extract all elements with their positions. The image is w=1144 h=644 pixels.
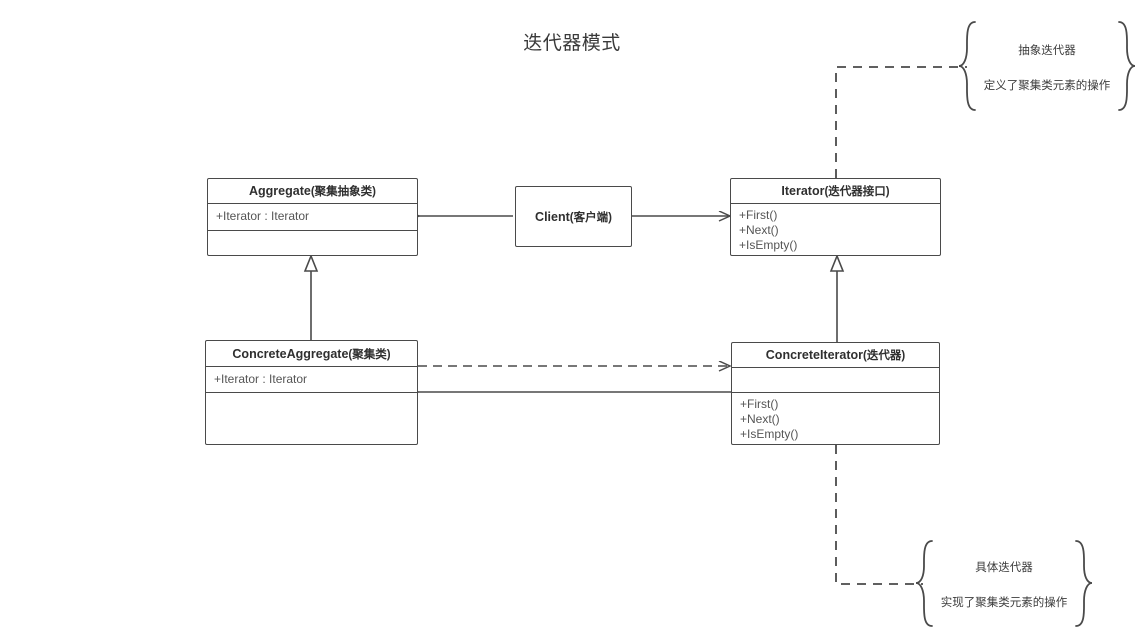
class-box-iterator[interactable]: Iterator(迭代器接口) +First() +Next() +IsEmpt… bbox=[730, 178, 941, 256]
relationship-concreteiterator-inherits-iterator bbox=[829, 253, 845, 342]
class-member: +Iterator : Iterator bbox=[214, 372, 308, 386]
class-attributes-aggregate: +Iterator : Iterator bbox=[208, 204, 417, 231]
class-name-iterator: Iterator bbox=[781, 184, 825, 198]
class-box-aggregate[interactable]: Aggregate(聚集抽象类) +Iterator : Iterator bbox=[207, 178, 418, 256]
class-header-iterator: Iterator(迭代器接口) bbox=[731, 179, 940, 204]
class-box-concrete-iterator[interactable]: ConcreteIterator(迭代器) +First() +Next() +… bbox=[731, 342, 940, 445]
class-box-client[interactable]: Client(客户端) bbox=[515, 186, 632, 247]
annotation-abstract-iterator: 抽象迭代器 定义了聚集类元素的操作 bbox=[975, 44, 1119, 94]
class-operations-concrete-iterator: +First() +Next() +IsEmpty() bbox=[732, 393, 939, 444]
relationship-concreteaggregate-inherits-aggregate bbox=[303, 253, 319, 340]
class-header-concrete-iterator: ConcreteIterator(迭代器) bbox=[732, 343, 939, 368]
annotation-brace-top bbox=[958, 21, 1136, 111]
class-attributes-concrete-iterator bbox=[732, 368, 939, 393]
class-name-client: Client bbox=[535, 209, 570, 224]
class-member: +First() bbox=[740, 397, 779, 411]
class-name-cn-aggregate: (聚集抽象类) bbox=[310, 186, 376, 198]
class-name-cn-client: (客户端) bbox=[569, 211, 612, 224]
annotation-description: 定义了聚集类元素的操作 bbox=[983, 79, 1111, 92]
class-member: +IsEmpty() bbox=[740, 427, 799, 441]
annotation-title: 具体迭代器 bbox=[975, 562, 1033, 574]
class-header-aggregate: Aggregate(聚集抽象类) bbox=[208, 179, 417, 204]
class-operations-concrete-aggregate bbox=[206, 393, 417, 444]
class-member: +Next() bbox=[739, 223, 779, 237]
class-name-concrete-aggregate: ConcreteAggregate bbox=[232, 346, 349, 361]
class-name-cn-concrete-iterator: (迭代器) bbox=[863, 350, 906, 362]
leader-line-abstract-iterator-note bbox=[835, 66, 967, 178]
annotation-concrete-iterator: 具体迭代器 实现了聚集类元素的操作 bbox=[932, 561, 1076, 611]
class-header-concrete-aggregate: ConcreteAggregate(聚集类) bbox=[206, 341, 417, 367]
class-operations-iterator: +First() +Next() +IsEmpty() bbox=[731, 204, 940, 255]
annotation-description: 实现了聚集类元素的操作 bbox=[940, 596, 1068, 609]
class-attributes-concrete-aggregate: +Iterator : Iterator bbox=[206, 367, 417, 393]
class-member: +First() bbox=[739, 208, 778, 222]
class-member: +Next() bbox=[740, 412, 780, 426]
leader-line-concrete-iterator-note bbox=[835, 445, 923, 585]
class-name-cn-concrete-aggregate: (聚集类) bbox=[348, 348, 391, 361]
class-member: +IsEmpty() bbox=[739, 238, 798, 252]
class-box-concrete-aggregate[interactable]: ConcreteAggregate(聚集类) +Iterator : Itera… bbox=[205, 340, 418, 445]
class-name-cn-iterator: (迭代器接口) bbox=[824, 186, 890, 198]
page-title: 迭代器模式 bbox=[523, 33, 621, 54]
class-operations-aggregate bbox=[208, 231, 417, 255]
annotation-brace-bottom bbox=[915, 540, 1093, 627]
class-name-aggregate: Aggregate bbox=[249, 184, 311, 198]
annotation-title: 抽象迭代器 bbox=[1018, 45, 1076, 57]
class-name-concrete-iterator: ConcreteIterator bbox=[765, 348, 864, 362]
class-member: +Iterator : Iterator bbox=[216, 209, 310, 223]
